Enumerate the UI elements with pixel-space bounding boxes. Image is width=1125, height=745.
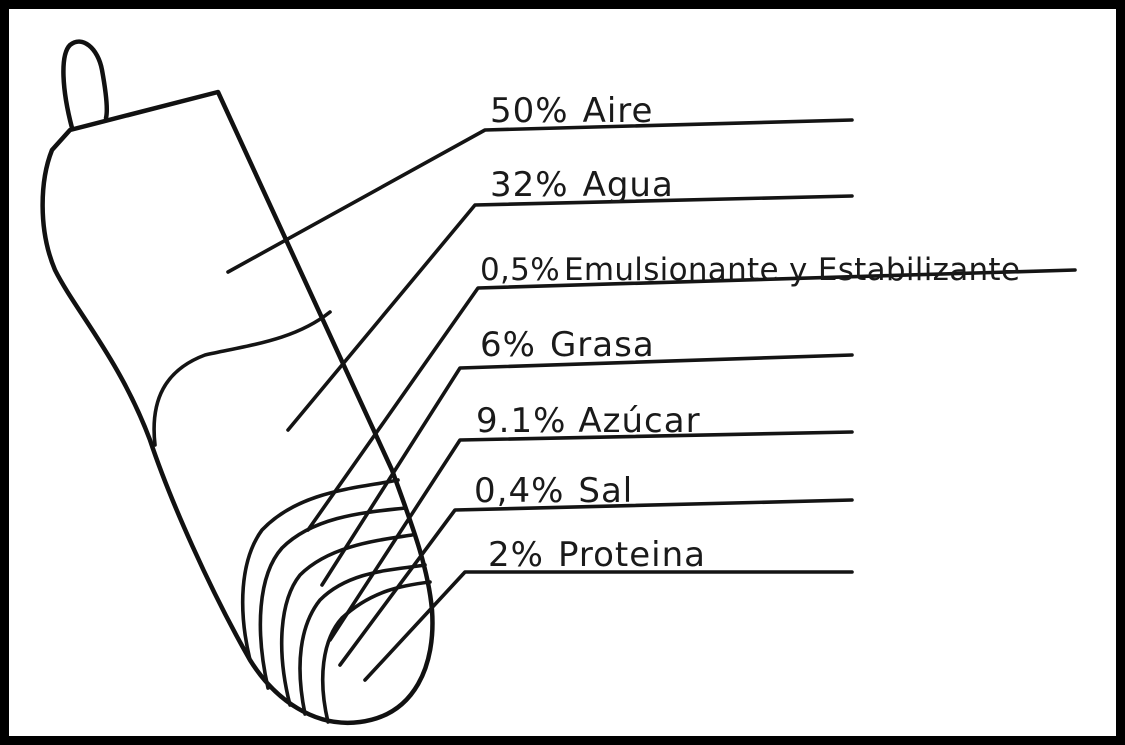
pointer-proteina (365, 572, 852, 680)
label-proteina: 2%Proteina (488, 535, 706, 575)
bar-outline (43, 92, 433, 723)
pointer-agua (288, 196, 852, 430)
label-sal: 0,4%Sal (474, 471, 633, 511)
water-layer-line (154, 312, 330, 445)
label-azucar: 9.1%Azúcar (476, 401, 701, 441)
pointer-emulsionante (308, 270, 1075, 530)
layer-curve-5 (323, 582, 430, 722)
popsicle-stick (63, 42, 106, 128)
label-aire: 50%Aire (490, 91, 653, 131)
label-emulsionante: 0,5%Emulsionante y Estabilizante (480, 252, 1020, 288)
label-grasa: 6%Grasa (480, 325, 655, 365)
label-agua: 32%Agua (490, 165, 674, 205)
